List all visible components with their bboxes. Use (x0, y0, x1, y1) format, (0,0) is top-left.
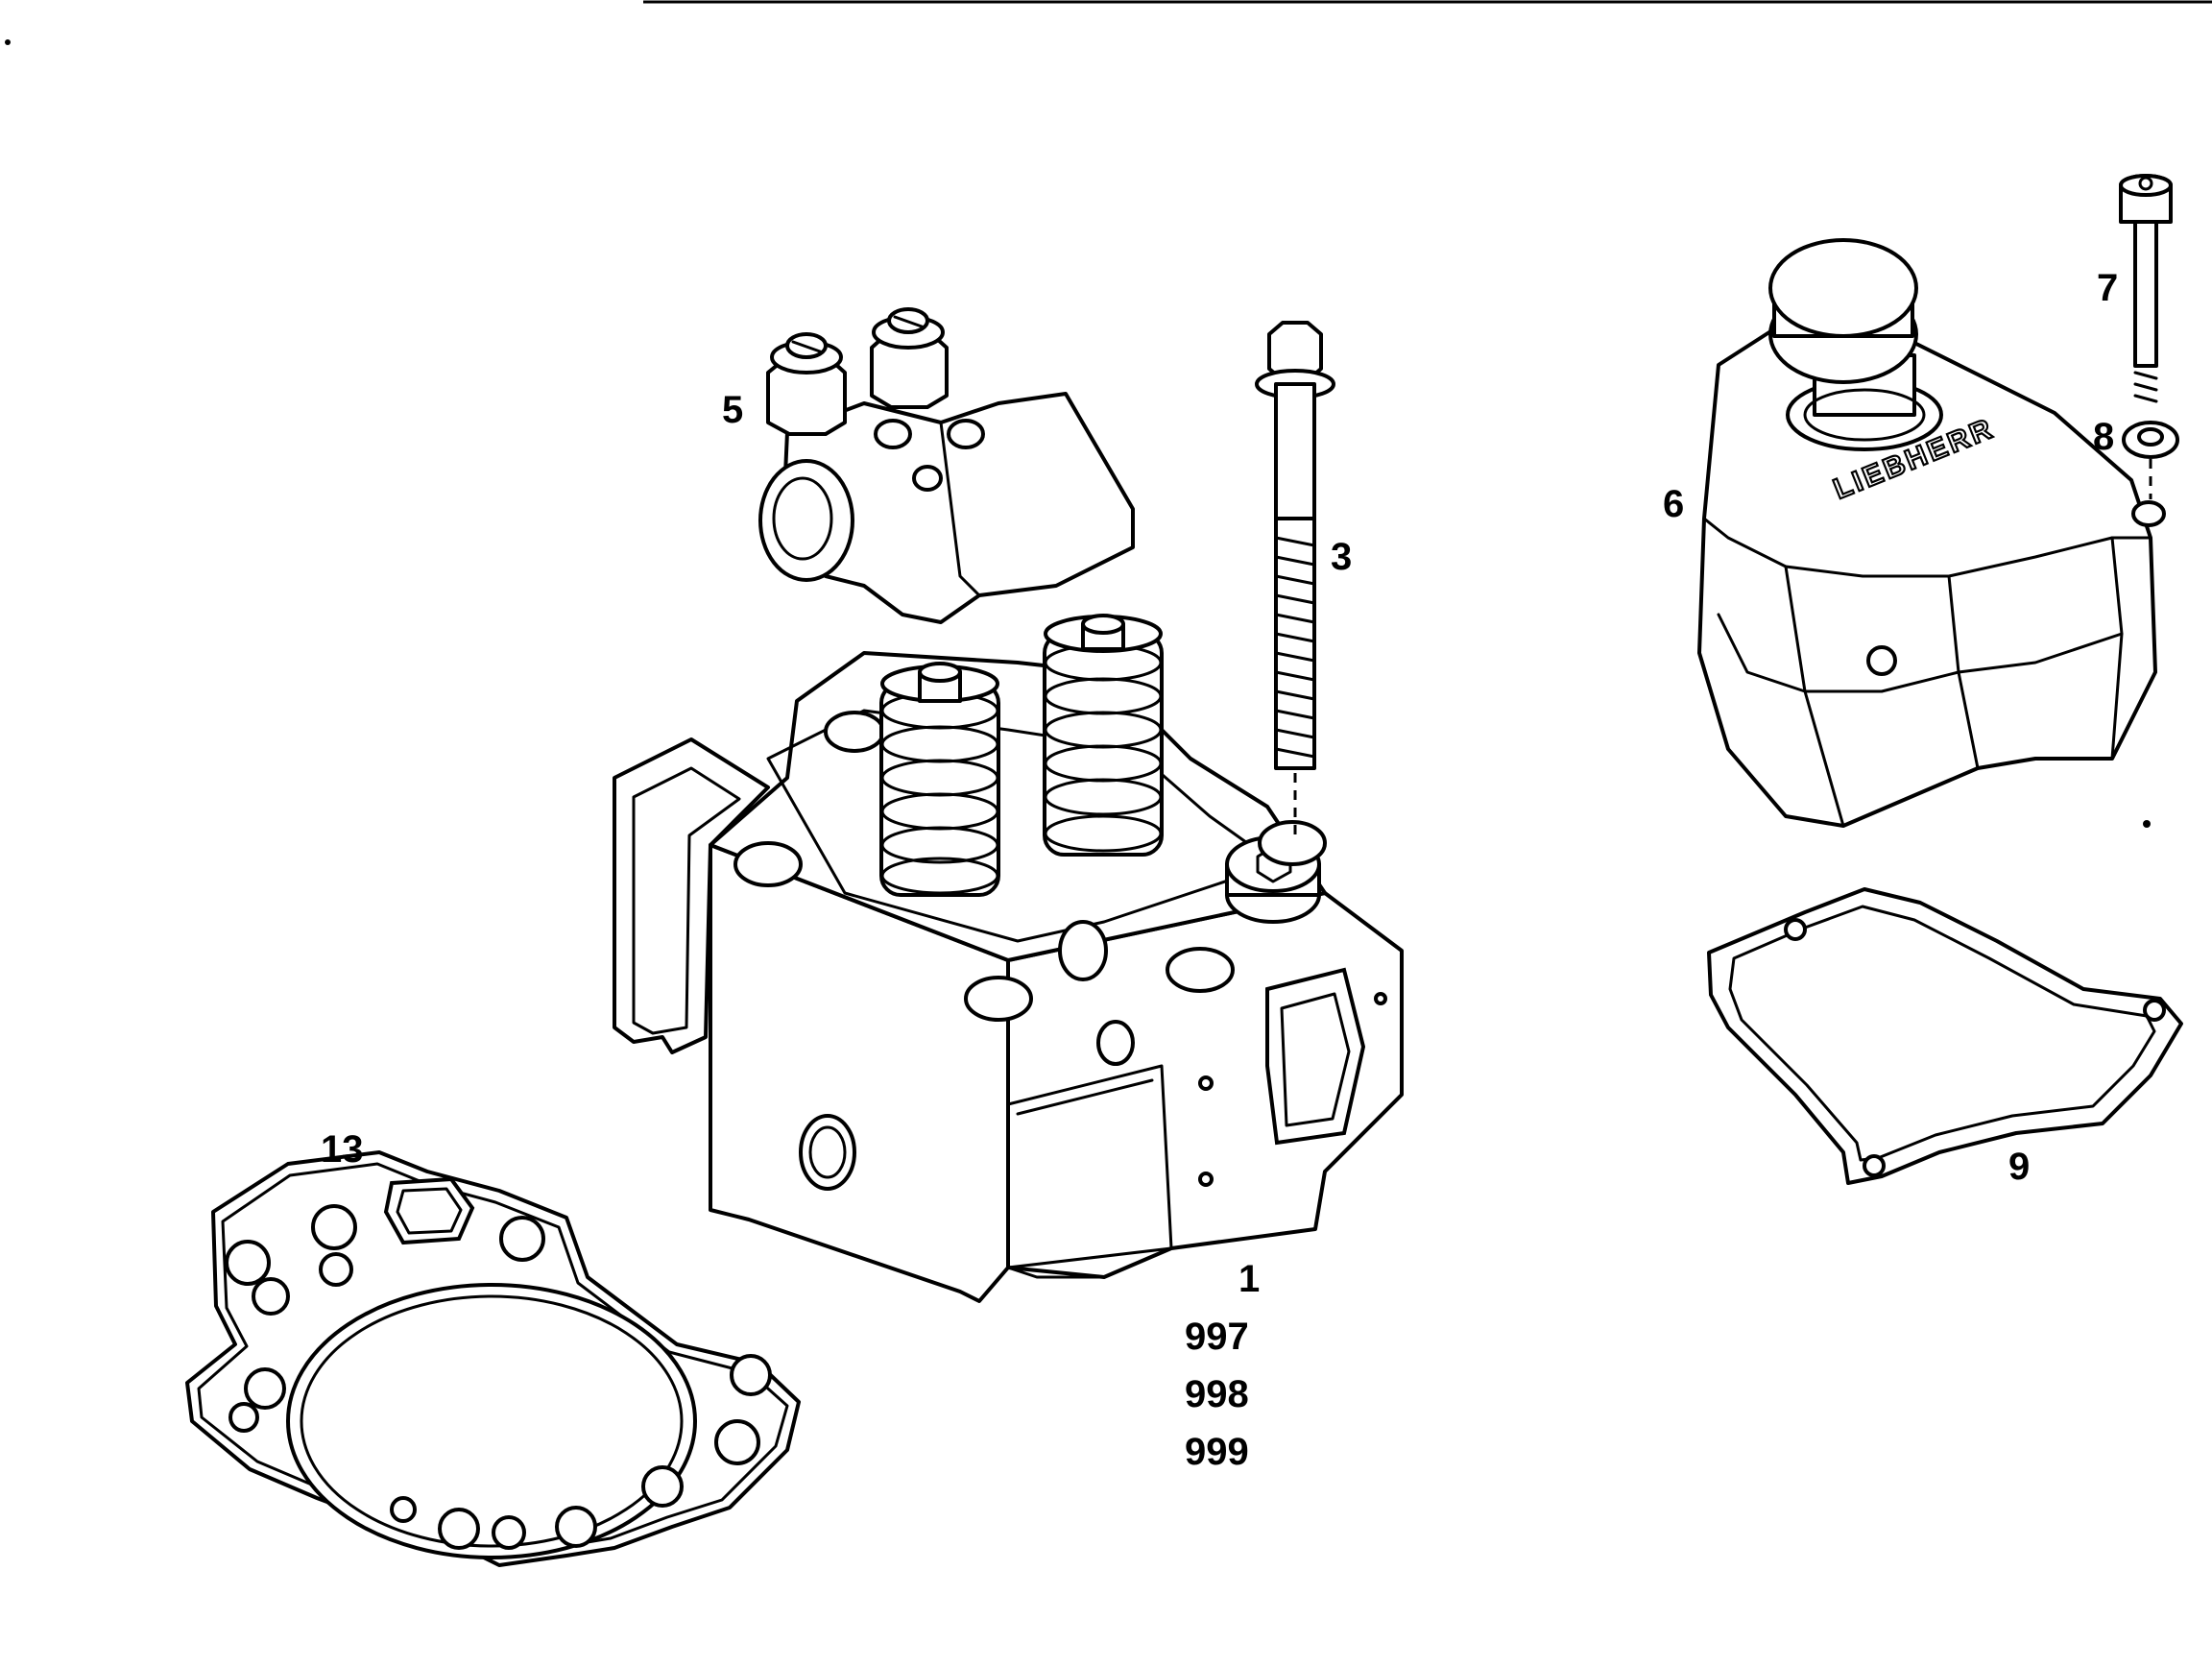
speck-dot (5, 39, 11, 45)
callout-3: 3 (1331, 536, 1352, 578)
washer[interactable] (2122, 421, 2179, 499)
valve-spring-right[interactable] (1043, 614, 1164, 857)
valve-spring-left[interactable] (879, 662, 1000, 897)
rocker-arm-assembly[interactable] (758, 307, 1135, 624)
head-bolt[interactable] (1255, 321, 1335, 835)
callout-8: 8 (2093, 416, 2114, 458)
callout-13: 13 (321, 1128, 364, 1171)
speck-dot (2143, 820, 2151, 828)
callout-997: 997 (1185, 1316, 1249, 1358)
callout-998: 998 (1185, 1373, 1249, 1415)
callout-999: 999 (1185, 1431, 1249, 1473)
callout-7: 7 (2097, 267, 2118, 309)
head-gasket[interactable] (185, 1150, 801, 1567)
valve-cover-gasket[interactable] (1707, 887, 2183, 1185)
cylinder-head[interactable] (613, 651, 1404, 1303)
callout-1: 1 (1238, 1258, 1260, 1300)
callout-5: 5 (722, 389, 743, 431)
valve-cover[interactable]: LIEBHERR (1697, 238, 2166, 828)
cover-screw[interactable] (2119, 174, 2173, 403)
callout-9: 9 (2008, 1146, 2030, 1188)
callout-6: 6 (1663, 483, 1684, 525)
